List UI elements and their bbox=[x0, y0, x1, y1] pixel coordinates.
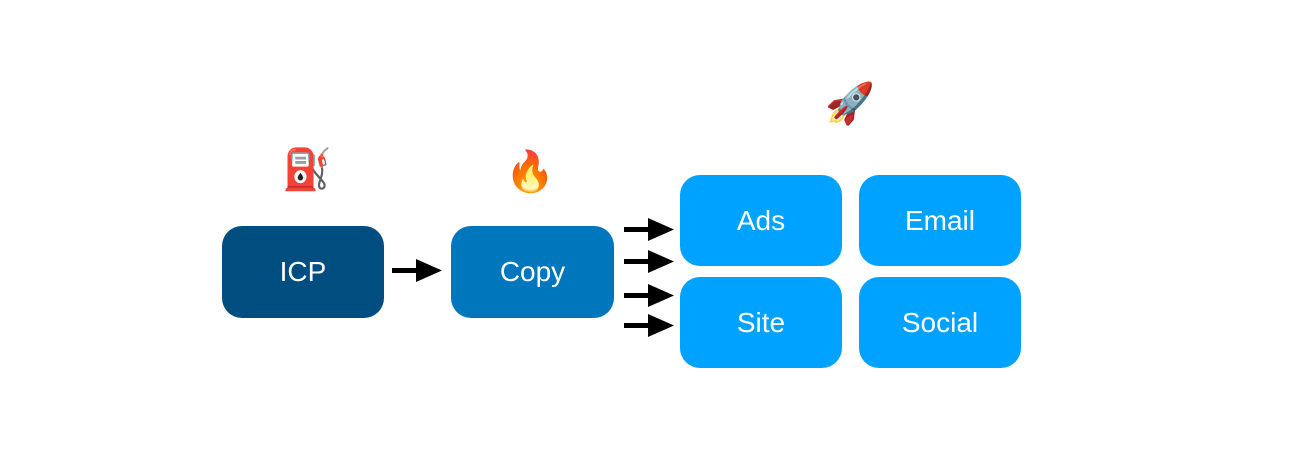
node-icp: ICP bbox=[222, 226, 384, 318]
arrow-copy-to-site-2 bbox=[624, 314, 674, 337]
node-ads-label: Ads bbox=[736, 204, 786, 236]
node-copy-label: Copy bbox=[499, 256, 566, 287]
node-site-label: Site bbox=[736, 306, 786, 338]
fire-icon: 🔥 bbox=[505, 150, 555, 194]
node-icp-label: ICP bbox=[279, 256, 327, 287]
arrow-copy-to-ads-2 bbox=[624, 250, 674, 273]
arrow-copy-to-ads-1 bbox=[624, 218, 674, 241]
arrow-icp-to-copy bbox=[392, 259, 442, 282]
fuel-pump-icon: ⛽ bbox=[282, 148, 332, 192]
node-ads: Ads bbox=[680, 175, 842, 266]
arrow-copy-to-site-1 bbox=[624, 284, 674, 307]
node-email: Email bbox=[859, 175, 1021, 266]
node-social: Social bbox=[859, 277, 1021, 368]
node-site: Site bbox=[680, 277, 842, 368]
rocket-icon: 🚀 bbox=[825, 82, 875, 126]
node-social-label: Social bbox=[901, 306, 979, 338]
node-copy: Copy bbox=[451, 226, 614, 318]
node-email-label: Email bbox=[904, 204, 975, 236]
